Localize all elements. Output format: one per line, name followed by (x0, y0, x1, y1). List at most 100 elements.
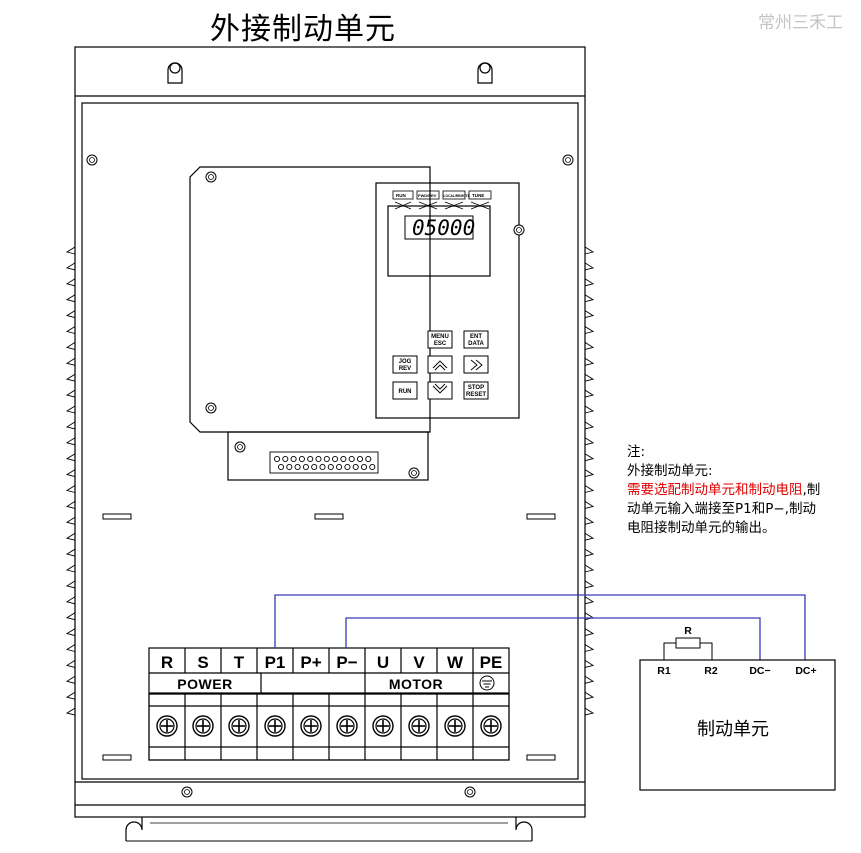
terminal-label: T (234, 653, 245, 672)
indicator-tune (468, 190, 492, 200)
control-terminal-strip (269, 451, 379, 474)
fin (65, 564, 76, 573)
ground-icon (479, 675, 495, 691)
fin (65, 389, 76, 398)
fin (65, 596, 76, 605)
fin (65, 278, 76, 287)
shift-key[interactable] (463, 355, 489, 374)
terminal-label: P− (336, 653, 357, 672)
esc-key-label: ESC (434, 341, 447, 347)
fin (65, 294, 76, 303)
run-key-label: RUN (399, 389, 412, 395)
fin (584, 389, 595, 398)
fin (584, 246, 595, 255)
fin (65, 532, 76, 541)
fin (65, 373, 76, 382)
inverter-housing (74, 46, 586, 842)
fin (65, 405, 76, 414)
down-key[interactable] (427, 381, 453, 400)
fin (584, 357, 595, 366)
indicator-run-label: RUN (396, 193, 406, 198)
terminal-label: P+ (300, 653, 321, 672)
menu-esc-key[interactable]: MENU ESC (427, 330, 453, 349)
wiring (274, 594, 806, 660)
run-key[interactable]: RUN (392, 381, 418, 400)
terminal-screw[interactable] (336, 715, 358, 737)
fin (65, 675, 76, 684)
fin (65, 342, 76, 350)
mount-screw (86, 154, 98, 166)
terminal-screw[interactable] (444, 715, 466, 737)
control-terminal (365, 455, 372, 463)
data-key-label: DATA (468, 341, 484, 347)
control-terminal (273, 455, 281, 463)
rev-key-label: REV (399, 366, 411, 372)
brake-terminal-dcminus: DC− (749, 665, 770, 677)
fin (65, 501, 76, 509)
control-terminal (307, 455, 314, 463)
fin (65, 660, 76, 668)
terminal-screw[interactable] (192, 715, 214, 737)
fin (65, 628, 76, 637)
fin (65, 453, 76, 462)
terminal-screw[interactable] (300, 715, 322, 737)
resistor-label: R (684, 625, 692, 637)
terminal-screw[interactable] (228, 715, 250, 737)
fin (65, 357, 76, 366)
note-heading: 注: (627, 444, 646, 460)
brake-terminal-r2: R2 (704, 665, 718, 677)
terminal-screw[interactable] (264, 715, 286, 737)
control-terminal (360, 463, 368, 471)
terminal-screw[interactable] (408, 715, 430, 737)
fin (65, 548, 76, 557)
control-terminal (294, 463, 301, 471)
fin (65, 246, 76, 255)
ent-data-key[interactable]: ENT DATA (463, 330, 489, 349)
watermark: 常州三禾工 (758, 13, 843, 33)
control-terminal (290, 455, 297, 463)
control-terminal (282, 455, 289, 463)
control-terminal (348, 455, 355, 463)
control-terminal (336, 463, 343, 471)
control-terminal (369, 463, 376, 471)
up-key[interactable] (427, 355, 453, 374)
page-title: 外接制动单元 (210, 12, 396, 47)
fin (584, 278, 595, 287)
fin (584, 310, 595, 319)
lcd-window (404, 215, 474, 240)
chevron-right-icon (470, 359, 483, 371)
fin (65, 580, 76, 589)
lcd-display: 05000 (412, 216, 475, 240)
note-block: 注: 外接制动单元: 需要选配制动单元和制动电阻,制动单元输入端接至P1和P−,… (627, 443, 827, 538)
control-terminal (356, 455, 364, 463)
fin (584, 644, 595, 652)
fin (584, 516, 595, 525)
terminal-screw[interactable] (372, 715, 394, 737)
fin (65, 437, 76, 446)
jog-rev-key[interactable]: JOG REV (392, 355, 418, 374)
reset-key-label: RESET (466, 392, 486, 398)
fin (584, 628, 595, 637)
control-terminal (311, 463, 318, 471)
terminal-screw[interactable] (156, 715, 178, 737)
keypad-screw (205, 402, 217, 414)
control-terminal (327, 463, 334, 471)
terminal-screw[interactable] (480, 715, 502, 737)
control-terminal (323, 455, 330, 463)
fin (584, 326, 595, 334)
fin (65, 644, 76, 652)
mount-screw (562, 154, 574, 166)
control-terminal (340, 455, 347, 463)
keypad-screw (513, 224, 525, 236)
control-terminal (298, 455, 305, 463)
terminal-label: P1 (265, 653, 286, 672)
terminal-label: R (161, 653, 173, 672)
fin (584, 485, 595, 493)
keypad-screw (408, 467, 420, 479)
control-terminal (315, 455, 322, 463)
fin (584, 501, 595, 509)
terminal-label: S (197, 653, 208, 672)
stop-reset-key[interactable]: STOP RESET (463, 381, 489, 400)
control-terminal (344, 463, 351, 471)
